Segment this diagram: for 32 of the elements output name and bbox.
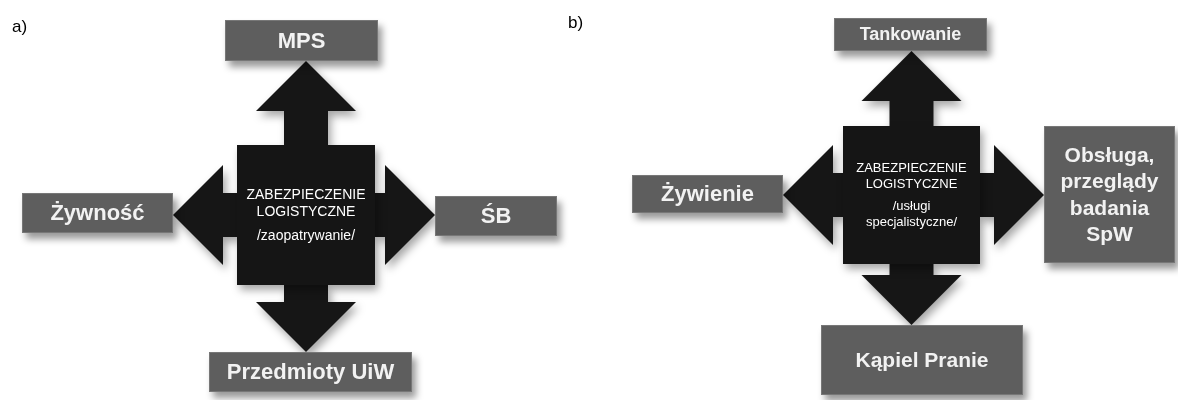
box-label: Obsługa, przeglądy badania SpW [1059, 142, 1160, 247]
category-box [225, 20, 378, 61]
center-text: /zaopatrywanie/ [256, 226, 356, 245]
category-box [834, 18, 987, 51]
panel-label: a) [12, 16, 28, 38]
central-square [843, 126, 980, 264]
central-square [237, 145, 375, 285]
center-text: /usługi specjalistyczne/ [864, 198, 958, 231]
center-text: ZABEZPIECZENIE LOGISTYCZNE [245, 185, 367, 221]
box-label: ŚB [480, 202, 512, 230]
category-box [22, 193, 173, 233]
category-box [821, 325, 1023, 395]
block-arrow [980, 145, 1044, 245]
category-box [1044, 126, 1175, 263]
block-arrow [256, 61, 356, 145]
block-arrow [783, 145, 843, 245]
block-arrow [375, 165, 435, 265]
box-label: Przedmioty UiW [226, 358, 395, 386]
category-box [435, 196, 557, 236]
category-box [209, 352, 412, 392]
center-text: ZABEZPIECZENIE LOGISTYCZNE [855, 159, 968, 192]
block-arrow [861, 264, 962, 325]
box-label: Żywienie [661, 180, 754, 208]
panel-label: b) [568, 12, 584, 34]
box-label: MPS [277, 26, 326, 55]
block-arrow [861, 51, 962, 126]
category-box [632, 175, 783, 213]
box-label: Kąpiel Pranie [855, 346, 989, 373]
box-label: Tankowanie [859, 23, 962, 46]
box-label: Żywność [50, 199, 145, 227]
block-arrow [173, 165, 237, 265]
block-arrow [256, 285, 356, 352]
